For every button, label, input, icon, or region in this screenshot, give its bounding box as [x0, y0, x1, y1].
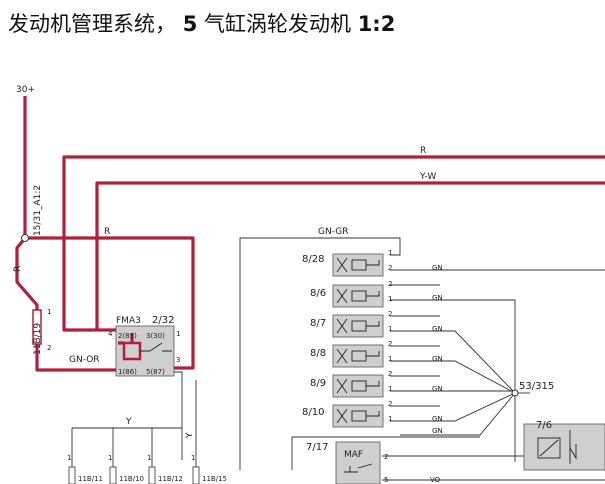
- wire-gn-8-10: [390, 392, 516, 422]
- label-wire-gn: GN: [432, 385, 443, 393]
- injector-8-10: [332, 404, 384, 428]
- wire-r-top: [62, 155, 605, 332]
- splice-53-315: [511, 389, 519, 397]
- maf-pin-2: 2: [384, 453, 388, 461]
- injector-pin: 1: [388, 325, 392, 333]
- wire-relay-85: [118, 333, 134, 345]
- maf-label: MAF: [344, 450, 363, 460]
- title-cylinder-count: 5: [182, 12, 198, 36]
- injector-pin: 2: [388, 340, 392, 348]
- label-wire-vo: VO: [430, 476, 441, 484]
- bottom-connector-label: 11B/10: [119, 475, 144, 483]
- injector-pin: 2: [388, 310, 392, 318]
- relay-pin-1: 1: [176, 330, 180, 338]
- title-prefix: 发动机管理系统，: [8, 12, 176, 36]
- bottom-connectors: [68, 466, 200, 484]
- relay-pin-85: 2(85): [118, 332, 137, 340]
- injector-pin: 2: [388, 400, 392, 408]
- supply-node: [21, 234, 29, 242]
- wire-gn-gr: [239, 237, 401, 470]
- label-wire-y-vertical: Y: [185, 432, 195, 439]
- wire-gn-8-8: [390, 360, 516, 394]
- bottom-connector-pin: 1: [67, 454, 71, 462]
- wire-yw-top: [95, 181, 605, 330]
- wire-gn-low: [291, 436, 480, 470]
- label-wire-gn-or: GN-OR: [69, 355, 100, 365]
- label-wire-gn: GN: [432, 325, 443, 333]
- wire-injector-pin2-bus: [390, 284, 440, 407]
- wire-relay-87: [174, 371, 183, 460]
- injector-id: 8/6: [310, 288, 326, 299]
- injector-8-8: [332, 344, 384, 368]
- label-wire-gn: GN: [432, 415, 443, 423]
- maf-sensor: [335, 441, 381, 484]
- bottom-connector-pin: 1: [108, 454, 112, 462]
- relay-id: 2/32: [152, 315, 174, 326]
- injector-pin: 1: [388, 249, 392, 257]
- injector-id: 8/8: [310, 348, 326, 359]
- injector-pin: 1: [388, 355, 392, 363]
- label-wire-r-left: R: [13, 266, 23, 272]
- injector-id: 8/7: [310, 318, 326, 329]
- injector-8-28: [332, 253, 384, 277]
- maf-id: 7/17: [306, 442, 328, 453]
- sensor-id: 7/6: [536, 420, 552, 431]
- page-title: 发动机管理系统， 5 气缸涡轮发动机 1:2: [8, 8, 598, 40]
- label-wire-yw-top: Y-W: [419, 172, 436, 182]
- injector-id: 8/10: [302, 407, 324, 418]
- label-wire-gn: GN: [432, 427, 443, 435]
- injector-id: 8/28: [302, 254, 324, 265]
- injector-pin: 1: [388, 415, 392, 423]
- injector-8-6: [332, 284, 384, 308]
- injector-pin: 2: [388, 264, 392, 272]
- title-engine: 气缸涡轮发动机: [204, 12, 351, 36]
- label-fuse-vertical: 15/31_A1:2: [33, 185, 43, 236]
- bottom-connector-label: 11B/11: [78, 475, 103, 483]
- label-wire-gn: GN: [432, 294, 443, 302]
- relay-pin-4: 4: [108, 330, 113, 338]
- relay-pin-86: 1(86): [118, 368, 137, 376]
- bottom-connector-label: 11B/12: [158, 475, 183, 483]
- fuse-11b19: [32, 309, 42, 345]
- injector-id: 8/9: [310, 378, 326, 389]
- bottom-connector-pin: 1: [191, 454, 195, 462]
- label-wire-gn: GN: [432, 355, 443, 363]
- relay-pin-3: 3: [176, 356, 180, 364]
- label-wire-r-mid: R: [104, 227, 110, 237]
- wire-gn-8-6: [390, 299, 516, 462]
- label-wire-gn: GN: [432, 264, 443, 272]
- injector-8-9: [332, 374, 384, 398]
- injector-pin: 1: [388, 385, 392, 393]
- wire-gn-8-7: [390, 330, 516, 394]
- relay-name: FMA3: [116, 316, 141, 326]
- label-30-plus: 30+: [16, 85, 35, 95]
- injector-pin: 2: [388, 280, 392, 288]
- relay-switch: [140, 342, 172, 352]
- label-wire-r-top: R: [420, 146, 426, 156]
- injector-8-7: [332, 314, 384, 338]
- label-wire-y-horizontal: Y: [125, 417, 132, 427]
- splice-id: 53/315: [519, 381, 554, 392]
- bottom-connector-label: 11B/15: [202, 475, 227, 483]
- wire-r-relay: [25, 236, 195, 370]
- injector-pin: 2: [388, 370, 392, 378]
- bottom-connector-pin: 1: [147, 454, 151, 462]
- title-page: 1:2: [357, 12, 396, 36]
- relay-pin-30: 3(30): [146, 332, 165, 340]
- injector-pin: 1: [388, 295, 392, 303]
- wire-gn-bottom: [400, 392, 516, 436]
- relay-pin-87: 5(87): [146, 368, 165, 376]
- label-fuse-block: 11B/19: [33, 323, 43, 355]
- label-fuse-pin-2: 2: [47, 344, 51, 352]
- wire-y-bus: [71, 427, 182, 470]
- label-wire-gn-gr: GN-GR: [318, 227, 349, 237]
- label-fuse-pin-1: 1: [47, 308, 51, 316]
- maf-pin-5: 5: [384, 476, 388, 484]
- sensor-7-6: [523, 423, 605, 471]
